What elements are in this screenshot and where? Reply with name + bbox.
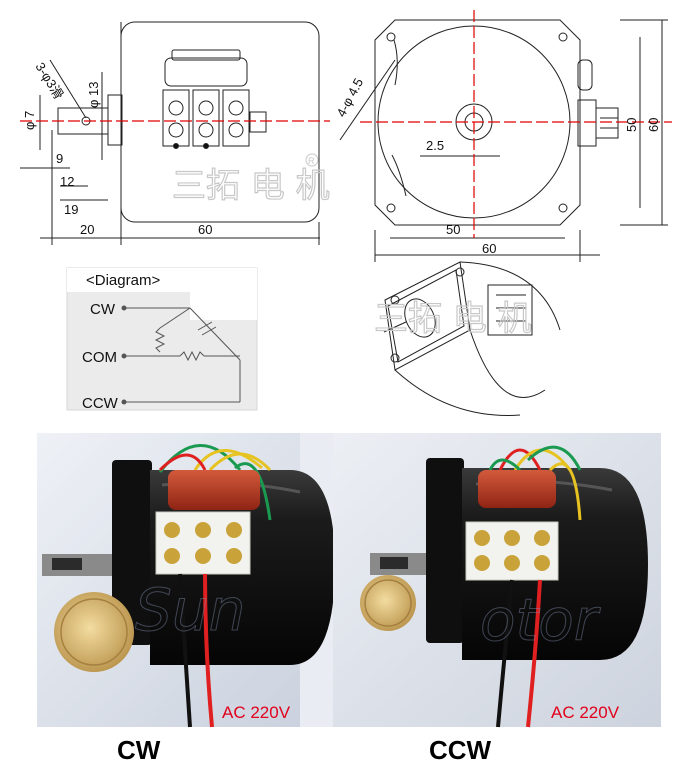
dim-60-bottom: 60	[482, 241, 496, 256]
dim-13: φ 13	[86, 81, 101, 108]
dim-50-bottom: 50	[446, 222, 460, 237]
mount-hole	[386, 203, 396, 213]
svg-text:otor: otor	[480, 586, 601, 654]
red-power-wire	[526, 579, 542, 728]
holes-callout-text: 4-φ 4.5	[333, 76, 366, 120]
black-power-wire	[496, 579, 514, 728]
photo-ccw: otor	[333, 433, 661, 728]
coin	[54, 592, 134, 672]
terminal-cw-label: CW	[90, 301, 116, 318]
registered-mark-text: R	[308, 156, 315, 166]
terminal-ccw-label: CCW	[82, 395, 119, 412]
capacitor	[168, 470, 260, 510]
diagram-title: <Diagram>	[86, 272, 160, 289]
mount-hole	[558, 32, 568, 42]
terminal-block	[155, 511, 251, 575]
motor-flange	[426, 458, 464, 643]
dim-7: φ 7	[22, 111, 37, 130]
registered-mark-circle	[305, 153, 319, 167]
dim-60-side: 60	[198, 222, 212, 237]
capacitor	[478, 470, 556, 508]
photo-cw: Sun	[37, 433, 335, 728]
red-power-wire	[203, 573, 214, 728]
terminal-block-drawing	[162, 89, 267, 149]
black-power-wire	[178, 573, 192, 728]
dim-19: 19	[64, 202, 78, 217]
hole-callout-text: 3-φ3滑	[32, 60, 66, 102]
side-view-drawing	[20, 21, 320, 245]
dim-60-side-right: 60	[646, 118, 661, 132]
dim-20: 20	[80, 222, 94, 237]
dim-12: 12	[60, 174, 74, 189]
cw-caption: CW	[117, 735, 161, 765]
dim-2-5: 2.5	[426, 138, 444, 153]
ccw-caption: CCW	[429, 735, 492, 765]
cw-voltage-label: AC 220V	[222, 703, 291, 722]
motor-flange	[112, 460, 152, 645]
watermark-top: 三拓 电 机	[172, 166, 330, 206]
svg-text:Sun: Sun	[135, 576, 245, 644]
capacitor-outline	[164, 57, 248, 87]
flange-outline	[107, 94, 123, 146]
mount-hole	[386, 32, 396, 42]
wiring-diagram	[66, 267, 258, 411]
dim-50-side: 50	[624, 118, 639, 132]
ccw-voltage-label: AC 220V	[551, 703, 620, 722]
terminal-com-label: COM	[82, 349, 117, 366]
front-view-drawing	[339, 19, 668, 262]
isometric-sketch	[383, 261, 561, 416]
watermark-sketch: 三拓 电 机	[374, 299, 532, 339]
coin	[360, 575, 416, 631]
flange-plate-outline	[374, 19, 581, 226]
dim-9: 9	[56, 151, 63, 166]
mount-hole	[558, 203, 568, 213]
